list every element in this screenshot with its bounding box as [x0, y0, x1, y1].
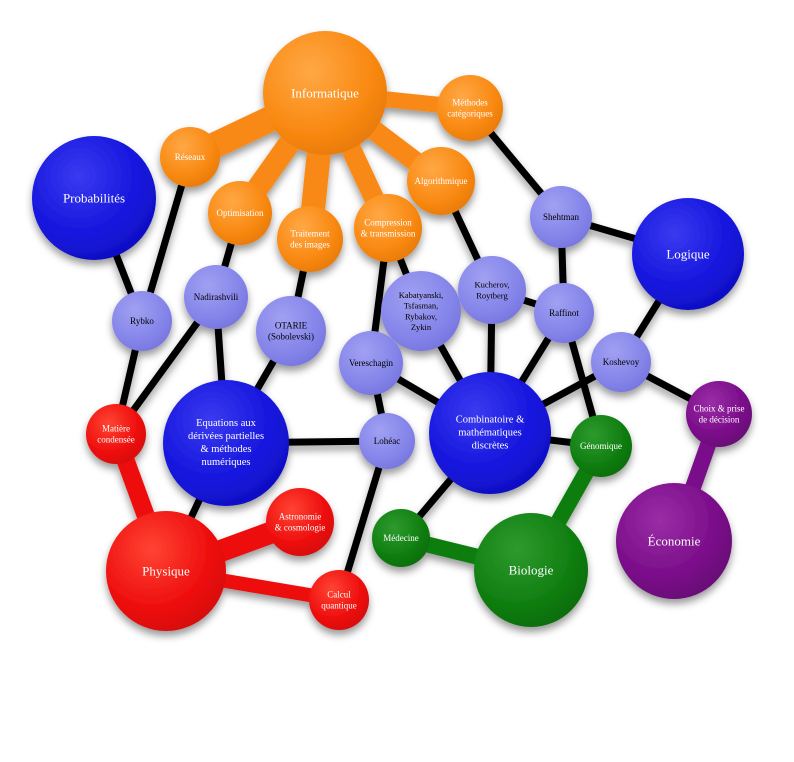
node-methodes-categoriques	[437, 75, 503, 141]
node-medecine	[372, 509, 430, 567]
node-choix-decision	[686, 381, 752, 447]
node-probabilites	[32, 136, 156, 260]
node-edp	[163, 380, 289, 506]
node-kucherov	[458, 256, 526, 324]
node-otarie	[256, 296, 326, 366]
node-raffinot	[534, 283, 594, 343]
node-shehtman	[530, 186, 592, 248]
node-loheac	[359, 413, 415, 469]
node-kabatyanski	[381, 271, 461, 351]
node-genomique	[570, 415, 632, 477]
node-algorithmique	[407, 147, 475, 215]
node-calcul-quantique	[309, 570, 369, 630]
node-informatique	[263, 31, 387, 155]
node-biologie	[474, 513, 588, 627]
node-physique	[106, 511, 226, 631]
node-logique	[632, 198, 744, 310]
node-traitement-images	[277, 206, 343, 272]
node-compression	[354, 194, 422, 262]
node-matiere-condensee	[86, 404, 146, 464]
node-combinatoire	[429, 372, 551, 494]
node-vereschagin	[339, 331, 403, 395]
node-economie	[616, 483, 732, 599]
node-nadirashvili	[184, 265, 248, 329]
node-reseaux	[160, 127, 220, 187]
node-koshevoy	[591, 332, 651, 392]
node-astronomie	[266, 488, 334, 556]
node-rybko	[112, 291, 172, 351]
node-optimisation	[208, 181, 272, 245]
